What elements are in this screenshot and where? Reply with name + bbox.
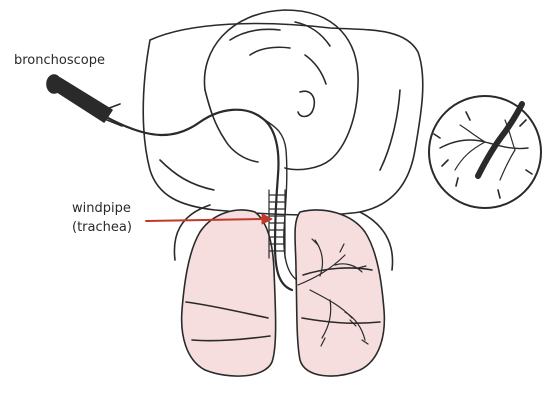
hair-stroke bbox=[305, 55, 326, 84]
magnified-bronchi-circle bbox=[429, 96, 541, 208]
windpipe-label: windpipe bbox=[72, 200, 131, 217]
head-outline bbox=[204, 10, 358, 170]
bronchoscope-label: bronchoscope bbox=[14, 52, 105, 69]
pillow-outline bbox=[143, 24, 423, 216]
pillow-fold bbox=[160, 160, 214, 190]
right-lung bbox=[295, 210, 384, 376]
trachea-label: (trachea) bbox=[72, 219, 132, 236]
face-outline bbox=[205, 90, 258, 162]
ear bbox=[298, 91, 314, 116]
hair-stroke bbox=[250, 47, 290, 55]
hair-stroke bbox=[230, 29, 280, 40]
left-lung bbox=[182, 210, 276, 376]
pillow-fold bbox=[380, 90, 400, 170]
